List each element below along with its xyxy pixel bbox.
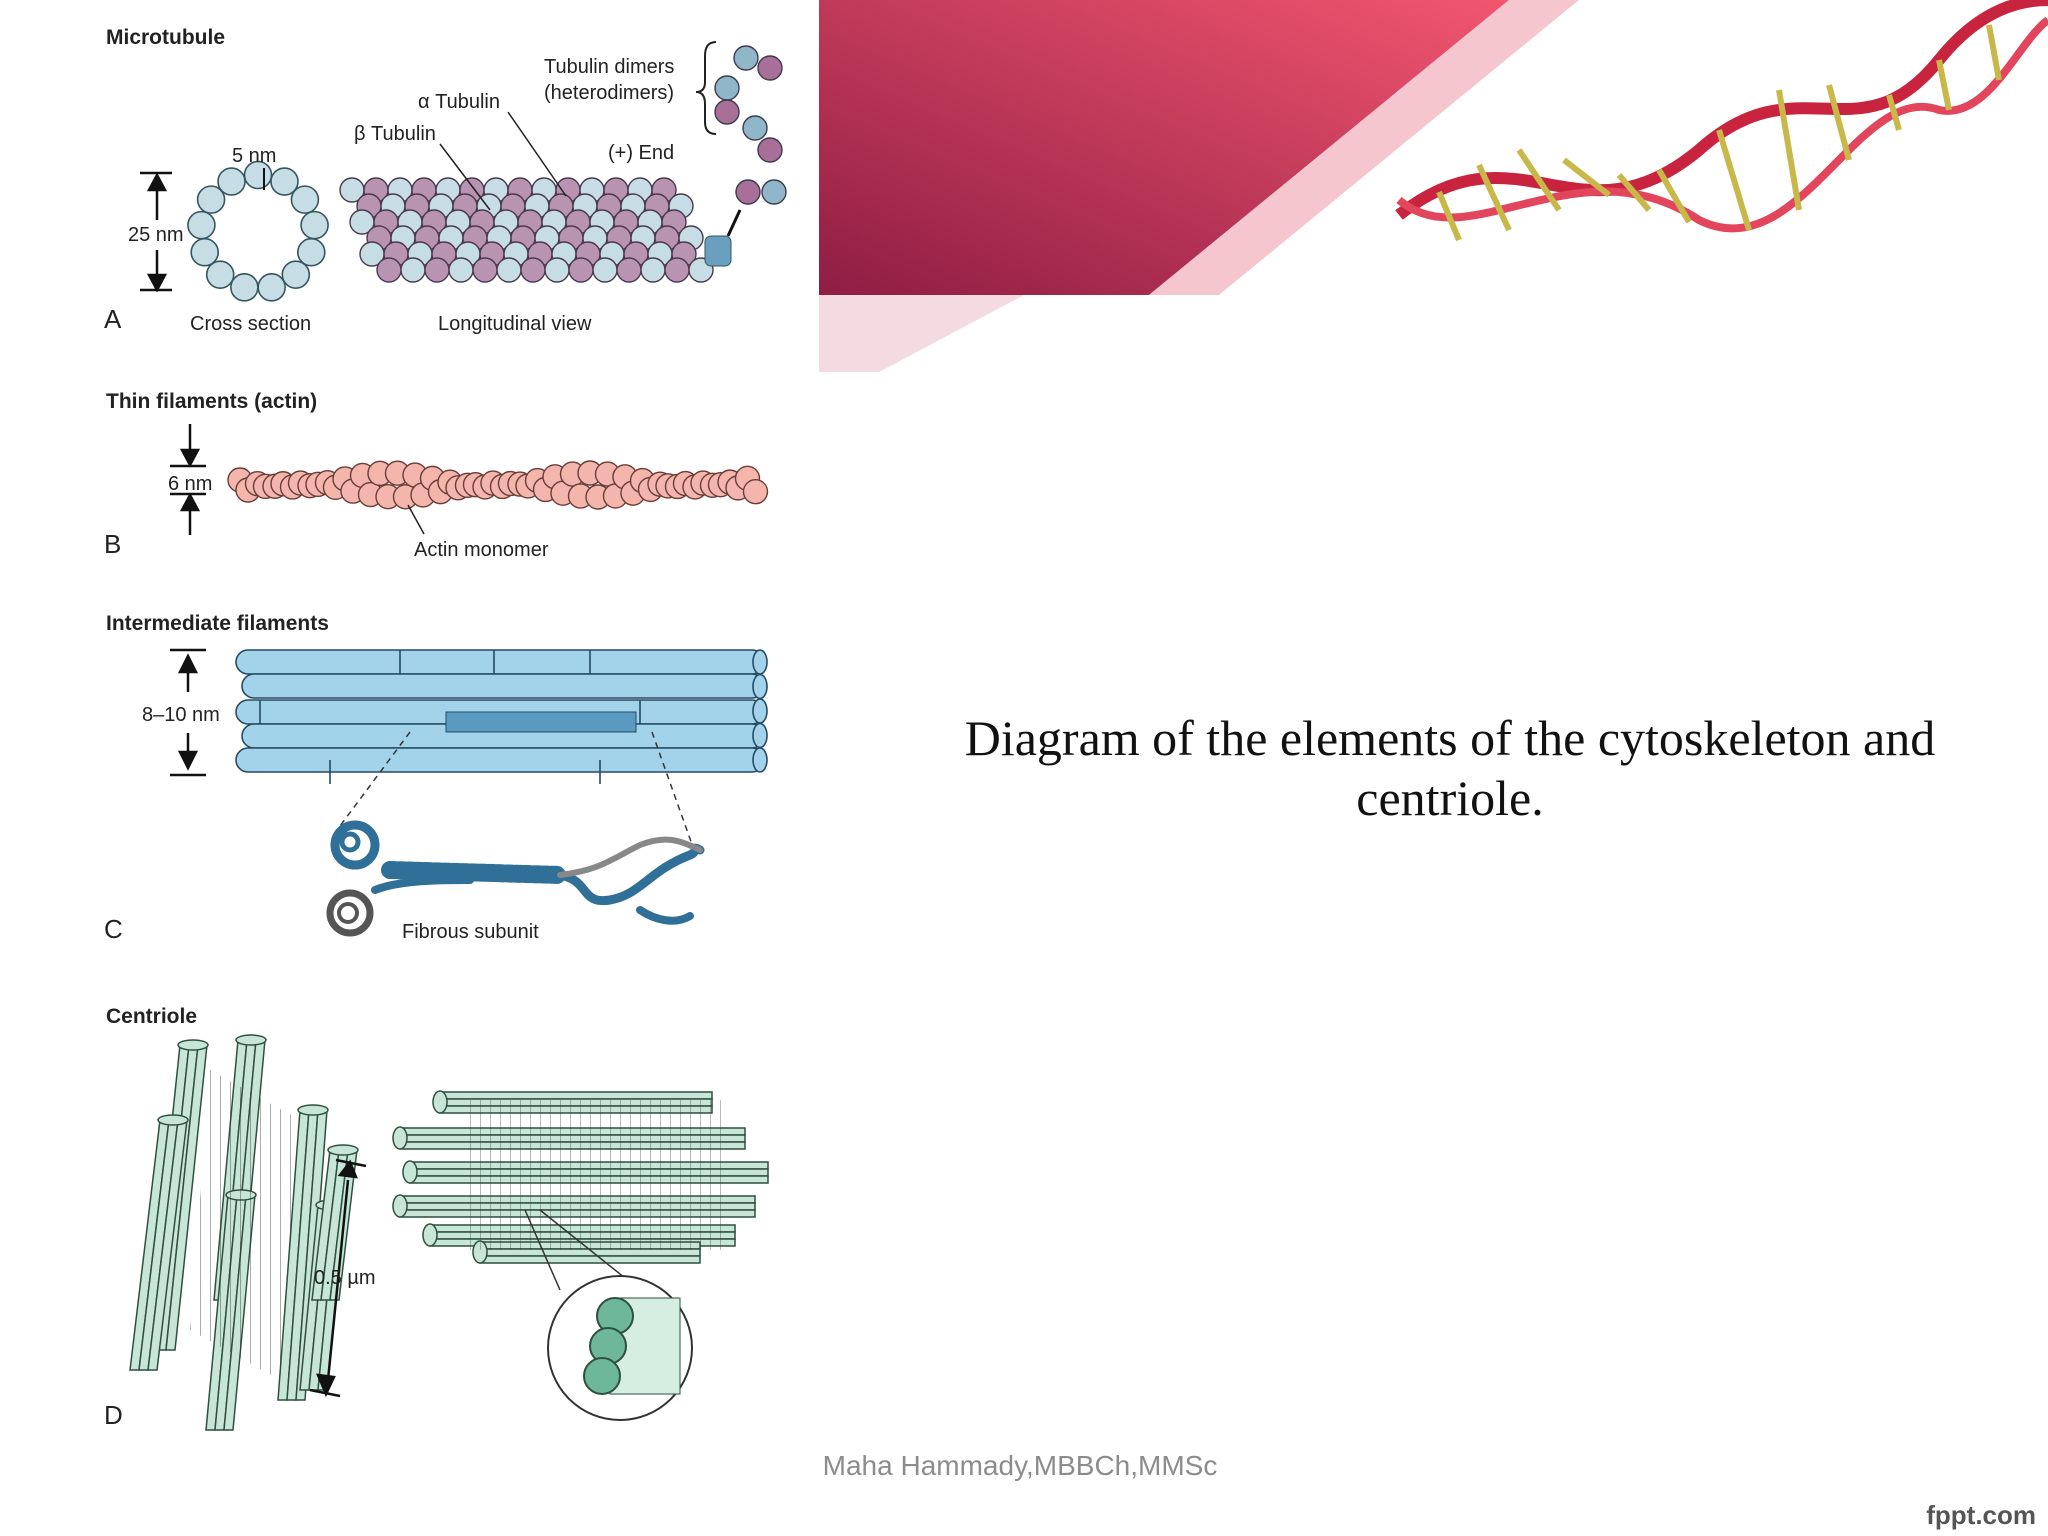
dimer-arrow [726,209,742,237]
cross-section-ring [187,160,329,302]
tubulin-subunit [640,257,666,283]
panel-a-title: Microtubule [106,26,225,49]
tubulin-subunit [664,257,690,283]
tubulin-subunit [424,257,450,283]
tubulin-subunit [448,257,474,283]
rod-end [752,649,768,675]
alpha-pointer [507,111,567,197]
dimer-label-1: Tubulin dimers [544,56,674,78]
if-zoom-line-left [339,731,411,827]
protofilament-subunit [296,237,326,267]
panel-a-letter: A [104,304,122,334]
fibrous-subunit [326,820,705,937]
tubulin-subunit [400,257,426,283]
protofilament-subunit [217,167,246,196]
centriole-length-label: 0.5 µm [314,1267,376,1289]
actin-monomer-label: Actin monomer [414,539,549,561]
panel-c-title: Intermediate filaments [106,612,329,635]
longitudinal-tubule [339,177,714,283]
panel-intermediate-filaments: Intermediate filaments 8–10 nm [104,612,768,944]
centriole-triplet-tube [277,1104,329,1401]
if-zoom-line-right [651,731,695,851]
filament-rod [241,673,765,699]
if-highlight [445,711,637,733]
filament-rod [235,747,765,773]
tubulin-subunit [376,257,402,283]
tubulin-subunit [592,257,618,283]
slide-caption: Diagram of the elements of the cytoskele… [964,710,1936,826]
centriole-vertical-view [129,1034,359,1431]
tubulin-subunit [472,257,498,283]
brand-watermark: fppt.com [1926,1500,2036,1530]
cross-section-label: Cross section [190,313,311,335]
alpha-tubulin-label: α Tubulin [418,91,500,113]
tubulin-subunit [616,257,642,283]
subunit-width-label: 5 nm [232,145,276,167]
banner-red-band [819,0,1509,295]
beta-tubulin-label: β Tubulin [354,123,436,145]
actin-width-arrows [170,424,206,535]
panel-thin-filaments: Thin filaments (actin) 6 nm Actin monome… [104,390,769,561]
filament-rod [235,649,765,675]
protofilament-subunit [290,185,320,214]
centriole-triplet-tube [129,1114,189,1371]
fibrous-subunit-label: Fibrous subunit [402,921,539,943]
panel-d-title: Centriole [106,1005,197,1028]
actin-monomer-pointer [407,504,425,535]
protofilament-subunit [205,260,235,289]
if-width-arrows [170,648,206,777]
actin-monomer [742,478,769,505]
dimer-brace [695,41,717,135]
triplet-zoom-inset [524,1209,693,1421]
tubulin-subunit [496,257,522,283]
centriole-length-arrow [309,1158,367,1398]
rod-end [752,673,768,700]
dimer-label-2: (heterodimers) [544,82,674,104]
if-width-label: 8–10 nm [142,704,220,726]
diameter-label: 25 nm [128,224,184,246]
panel-d-letter: D [104,1400,123,1430]
tubulin-dimers [714,45,787,205]
panel-b-title: Thin filaments (actin) [106,390,317,413]
banner-white-area [1219,0,2048,295]
author-footer: Maha Hammady,MBBCh,MMSc [822,1450,1218,1481]
protofilament-subunit [187,210,216,240]
plus-end-label: (+) End [608,142,674,164]
dna-helix-icon [1395,0,2048,242]
diameter-arrow [140,171,172,293]
tubulin-subunit [568,257,594,283]
panel-b-letter: B [104,529,121,559]
actin-filament [227,460,769,510]
beta-pointer [439,143,491,211]
tubulin-subunit [544,257,570,283]
protofilament-subunit [300,210,329,240]
protofilament-subunit [196,185,226,214]
protofilament-subunit [270,167,299,196]
panel-c-letter: C [104,914,123,944]
cytoskeleton-figure: Microtubule 25 nm 5 nm [104,26,787,1431]
actin-width-label: 6 nm [168,473,212,495]
protofilament-subunit [281,260,311,289]
longitudinal-label: Longitudinal view [438,313,592,335]
centriole-horizontal-view [392,1090,769,1264]
protofilament-subunit [230,273,259,302]
panel-microtubule: Microtubule 25 nm 5 nm [104,26,787,335]
tube-plus-end-cap [704,235,732,267]
protofilament-subunit [257,273,286,302]
rod-end [752,747,768,773]
panel-centriole: Centriole 0.5 µm D [104,1005,769,1431]
header-banner [819,0,2048,372]
banner-faded-band [819,295,1024,372]
rod-end [752,722,768,749]
rod-end [752,698,768,724]
tubulin-subunit [520,257,546,283]
banner-pink-stripe [1149,0,1579,295]
protofilament-subunit [190,237,220,267]
